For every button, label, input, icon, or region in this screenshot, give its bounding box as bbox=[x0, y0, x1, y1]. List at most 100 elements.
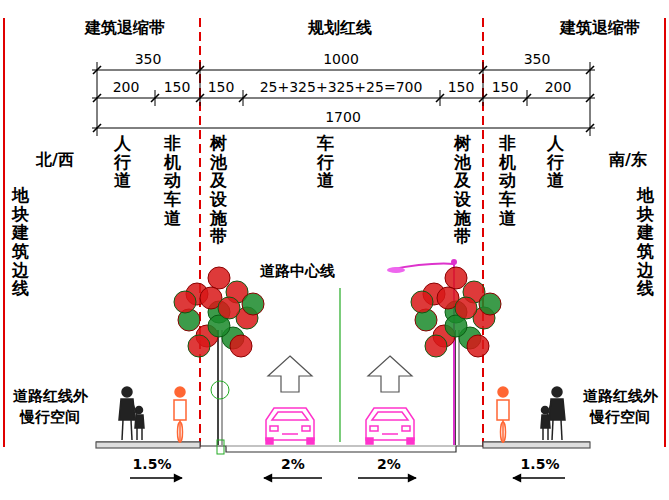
drawing-part bbox=[358, 477, 416, 478]
drawing-part bbox=[136, 428, 138, 440]
drawing-part bbox=[407, 438, 414, 444]
drawing-part bbox=[272, 412, 308, 420]
drawing-part bbox=[174, 400, 186, 420]
drawing-part bbox=[425, 335, 447, 357]
dimension-text: 350 bbox=[524, 51, 551, 67]
drawing-part bbox=[268, 356, 312, 392]
drawing-part bbox=[141, 428, 143, 440]
drawing-part bbox=[370, 426, 378, 431]
drawing-part bbox=[459, 330, 460, 445]
drawing-part bbox=[549, 399, 565, 420]
drawing-part bbox=[222, 330, 223, 445]
column-label: 地块建筑边线 bbox=[12, 186, 29, 298]
drawing-part bbox=[119, 399, 135, 420]
drawing-part bbox=[498, 387, 508, 397]
drawing-part bbox=[179, 420, 181, 443]
label: 2% bbox=[281, 456, 305, 472]
drawing-part bbox=[302, 426, 310, 431]
drawing-part bbox=[266, 438, 273, 444]
drawing-part bbox=[366, 408, 414, 440]
drawing-part bbox=[131, 420, 132, 440]
drawing-part bbox=[664, 18, 666, 447]
dimension-text: 25+325+325+25=700 bbox=[260, 79, 423, 95]
dimension-text: 200 bbox=[545, 79, 572, 95]
dimension-text: 150 bbox=[164, 79, 191, 95]
label: 建筑退缩带 bbox=[85, 18, 165, 39]
drawing-part bbox=[242, 293, 264, 315]
drawing-part bbox=[366, 438, 373, 444]
drawing-part bbox=[552, 420, 553, 440]
drawing-part bbox=[372, 412, 408, 420]
drawing-part bbox=[270, 426, 278, 431]
drawing-part bbox=[436, 94, 444, 102]
drawing-part bbox=[368, 356, 412, 392]
drawing-part bbox=[122, 420, 123, 440]
drawing-part bbox=[96, 442, 590, 452]
column-label: 地块建筑边线 bbox=[637, 186, 654, 298]
ground bbox=[96, 442, 590, 452]
column-label: 树池及设施带 bbox=[210, 134, 227, 246]
label: 规划红线 bbox=[308, 18, 372, 39]
drawing-part bbox=[135, 415, 144, 428]
drawing-part bbox=[92, 98, 595, 99]
cyclist bbox=[174, 387, 509, 443]
drawing-part bbox=[174, 291, 196, 313]
drawing-part bbox=[199, 18, 201, 447]
drawing-part bbox=[479, 293, 501, 315]
drawing-part bbox=[497, 400, 509, 420]
drawing-part bbox=[483, 442, 590, 448]
drawing-part bbox=[561, 420, 562, 440]
drawing-part bbox=[547, 428, 549, 440]
slope-arrow bbox=[130, 477, 565, 478]
drawing-part bbox=[445, 267, 467, 289]
tree-crown bbox=[174, 267, 501, 357]
drawing-part bbox=[552, 387, 562, 397]
dimension-text: 1000 bbox=[323, 51, 359, 67]
drawing-part bbox=[523, 94, 531, 102]
drawing-part bbox=[586, 124, 594, 132]
label: 1.5% bbox=[521, 456, 560, 472]
label: 南/东 bbox=[609, 150, 647, 171]
column-label: 人行道 bbox=[114, 134, 131, 190]
drawing-part bbox=[586, 94, 594, 102]
drawing-part bbox=[178, 422, 183, 442]
drawing-part bbox=[266, 408, 314, 440]
drawing-part bbox=[93, 66, 101, 74]
tree bbox=[387, 259, 459, 445]
drawing-part bbox=[151, 94, 159, 102]
drawing-part bbox=[542, 428, 544, 440]
drawing-part bbox=[93, 124, 101, 132]
drawing-part bbox=[196, 66, 204, 74]
column-label: 车行道 bbox=[317, 134, 334, 190]
dimension-text: 150 bbox=[448, 79, 475, 95]
column-label: 树池及设施带 bbox=[454, 134, 471, 246]
building-line bbox=[4, 18, 665, 447]
dimension-text: 200 bbox=[113, 79, 140, 95]
drawing-part bbox=[92, 128, 595, 129]
drawing-part bbox=[264, 477, 322, 478]
drawing-part bbox=[586, 66, 594, 74]
drawing-part bbox=[387, 267, 405, 273]
drawing-part bbox=[451, 259, 457, 265]
label: 道路红线外 慢行空间 bbox=[10, 386, 90, 428]
drawing-part bbox=[217, 330, 219, 445]
drawing-part bbox=[402, 426, 410, 431]
tree bbox=[211, 330, 229, 454]
dimension-text: 150 bbox=[492, 79, 519, 95]
drawing-part bbox=[282, 433, 298, 435]
drawing-part bbox=[188, 335, 210, 357]
drawing-part bbox=[96, 442, 200, 448]
label: 道路中心线 bbox=[258, 262, 337, 281]
label: 2% bbox=[377, 456, 401, 472]
drawing-part bbox=[547, 404, 551, 416]
drawing-part bbox=[479, 66, 487, 74]
red-line bbox=[200, 18, 483, 447]
drawing-part bbox=[541, 415, 550, 428]
drawing-part bbox=[239, 94, 247, 102]
dimension-text: 350 bbox=[135, 51, 162, 67]
drawing-part bbox=[208, 267, 230, 289]
dimension-text: 1700 bbox=[325, 109, 361, 125]
drawing-part bbox=[455, 297, 477, 319]
